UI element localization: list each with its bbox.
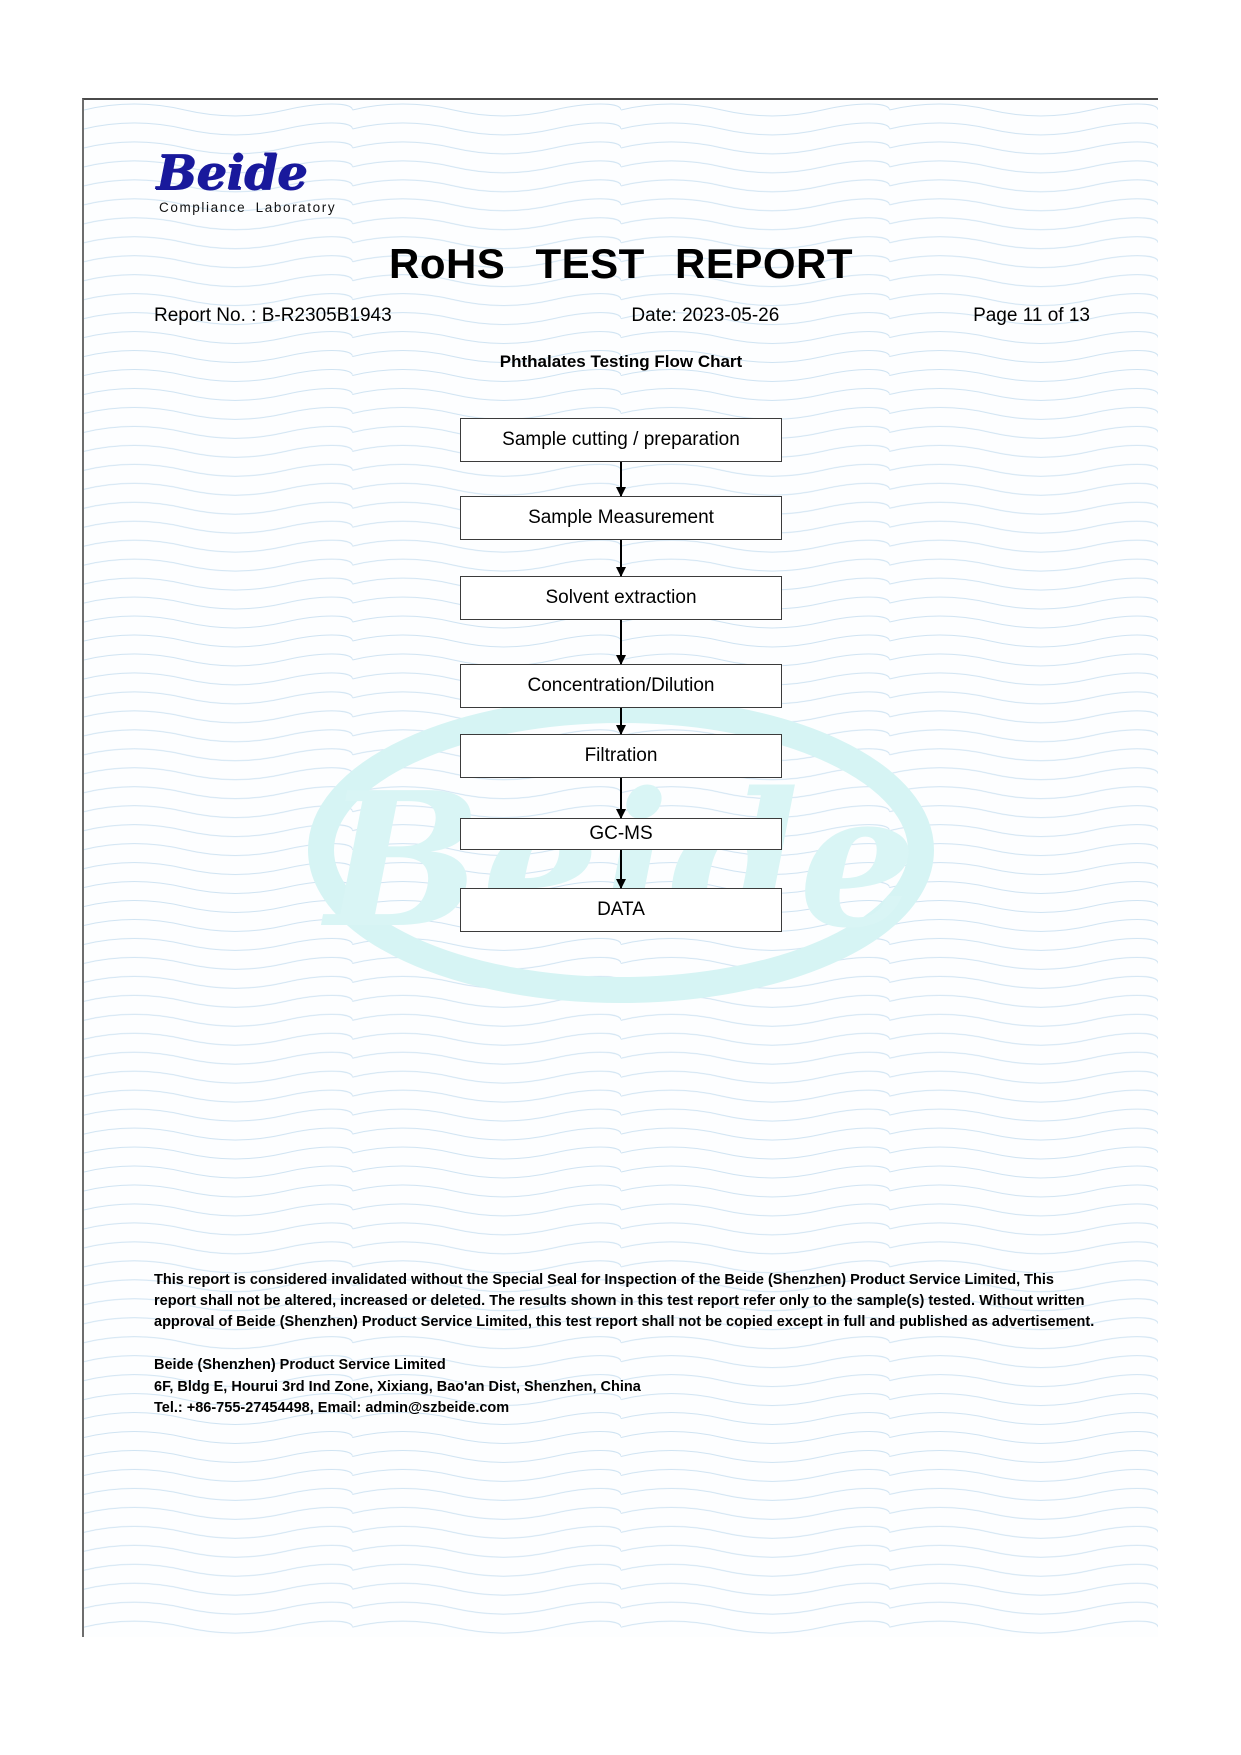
company-contact-block: Beide (Shenzhen) Product Service Limited… bbox=[154, 1355, 1098, 1418]
report-meta-row: Report No. : B-R2305B1943 Date: 2023-05-… bbox=[154, 305, 1090, 327]
page-footer: This report is considered invalidated wi… bbox=[154, 1270, 1098, 1419]
logo-wordmark: Beide bbox=[156, 145, 307, 201]
flow-step-filtration: Filtration bbox=[460, 734, 782, 778]
flow-arrow-down-icon bbox=[614, 462, 628, 497]
page-title: RoHS TEST REPORT bbox=[388, 240, 854, 287]
flow-arrow-down-icon bbox=[614, 540, 628, 577]
flow-step-concentration-dilution: Concentration/Dilution bbox=[460, 664, 782, 708]
company-logo: Beide Compliance Laboratory bbox=[156, 145, 396, 216]
flow-arrow-down-icon bbox=[614, 708, 628, 735]
page-number: Page 11 of 13 bbox=[973, 305, 1090, 326]
section-heading: Phthalates Testing Flow Chart bbox=[499, 352, 743, 371]
company-address: 6F, Bldg E, Hourui 3rd Ind Zone, Xixiang… bbox=[154, 1378, 641, 1395]
report-number: Report No. : B-R2305B1943 bbox=[154, 305, 392, 326]
logo-tagline: Compliance Laboratory bbox=[159, 200, 337, 216]
flow-step-sample-cutting: Sample cutting / preparation bbox=[460, 418, 782, 462]
flow-step-solvent-extraction: Solvent extraction bbox=[460, 576, 782, 620]
flow-step-gc-ms: GC-MS bbox=[460, 818, 782, 850]
flow-arrow-down-icon bbox=[614, 778, 628, 819]
flow-arrow-down-icon bbox=[614, 620, 628, 665]
company-contact: Tel.: +86-755-27454498, Email: admin@szb… bbox=[154, 1399, 510, 1416]
phthalates-testing-flow-chart: Sample cutting / preparation Sample Meas… bbox=[84, 418, 1158, 932]
flow-step-sample-measurement: Sample Measurement bbox=[460, 496, 782, 540]
company-name: Beide (Shenzhen) Product Service Limited bbox=[154, 1357, 446, 1374]
flow-step-data: DATA bbox=[460, 888, 782, 932]
report-date: Date: 2023-05-26 bbox=[631, 305, 780, 326]
disclaimer-text: This report is considered invalidated wi… bbox=[154, 1272, 1095, 1331]
report-page: Beide Beide Compliance Laboratory RoHS T… bbox=[82, 98, 1158, 1637]
flow-arrow-down-icon bbox=[614, 850, 628, 889]
